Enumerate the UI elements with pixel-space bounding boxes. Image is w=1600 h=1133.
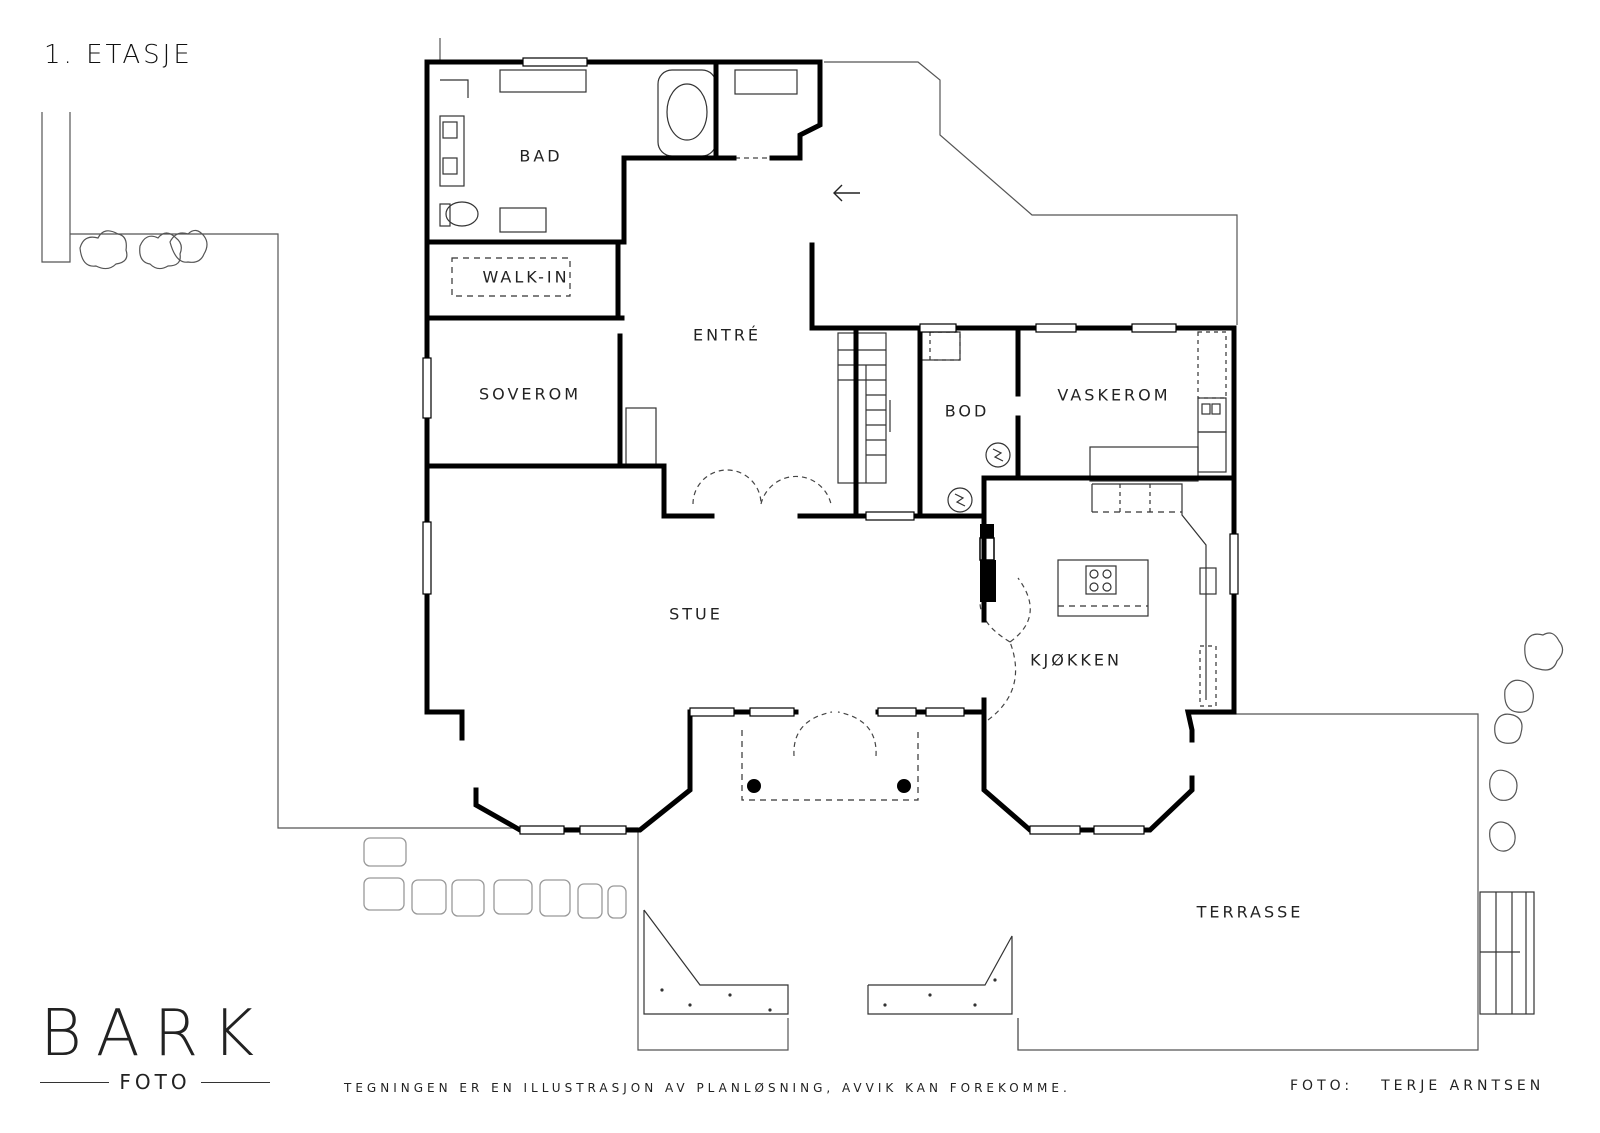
terrace-stairs — [1479, 891, 1535, 1015]
photo-credit: FOTO: TERJE ARNTSEN — [1290, 1078, 1544, 1094]
room-label-vaskerom: VASKEROM — [1057, 385, 1171, 405]
logo-main-text: BARK — [40, 997, 269, 1071]
floor-label: 1. ETASJE — [44, 40, 193, 70]
kitchen-island — [1057, 559, 1149, 617]
shrubs — [79, 229, 1564, 852]
porch-column — [747, 779, 761, 793]
planter-right — [867, 935, 1013, 1015]
entrance-arrow-icon — [833, 184, 860, 202]
room-label-stue: STUE — [669, 604, 723, 624]
cooktop — [1085, 565, 1117, 595]
bathroom-counter — [499, 69, 587, 93]
room-label-bod: BOD — [944, 401, 990, 421]
door-swings — [692, 157, 1031, 757]
logo-rule-left — [40, 1081, 110, 1083]
room-label-bad: BAD — [519, 146, 563, 166]
fixtures — [439, 69, 1227, 801]
toilet — [445, 201, 479, 227]
room-label-kjokken: KJØKKEN — [1030, 650, 1122, 670]
logo-sub-text: FOTO — [119, 1070, 191, 1094]
logo-sub-row: FOTO — [40, 1070, 270, 1094]
room-label-entre: ENTRÉ — [692, 325, 762, 345]
room-label-soverom: SOVEROM — [478, 384, 582, 404]
kitchen-sink — [1199, 567, 1217, 595]
photo-credit-label: FOTO: — [1290, 1078, 1354, 1094]
bark-foto-logo: BARK FOTO — [40, 1002, 270, 1094]
walls — [424, 59, 1237, 833]
photo-credit-name: TERJE ARNTSEN — [1381, 1078, 1545, 1094]
walk-in-shelves — [451, 257, 571, 297]
porch-column — [897, 779, 911, 793]
staircase — [837, 332, 891, 484]
kitchen-counter — [1092, 483, 1207, 700]
fireplace — [979, 524, 996, 602]
logo-rule-right — [200, 1081, 270, 1083]
windows — [422, 57, 1239, 835]
bath-bench — [499, 207, 547, 233]
shower — [440, 79, 469, 98]
site-outline — [41, 38, 1479, 1051]
sink-cabinet — [439, 115, 465, 187]
stepping-stones — [363, 837, 627, 919]
room-label-terrasse: TERRASSE — [1196, 902, 1304, 922]
disclaimer-text: TEGNINGEN ER EN ILLUSTRASJON AV PLANLØSN… — [344, 1081, 1071, 1095]
room-label-walk-in: WALK-IN — [482, 267, 570, 287]
planter-left — [643, 909, 789, 1015]
